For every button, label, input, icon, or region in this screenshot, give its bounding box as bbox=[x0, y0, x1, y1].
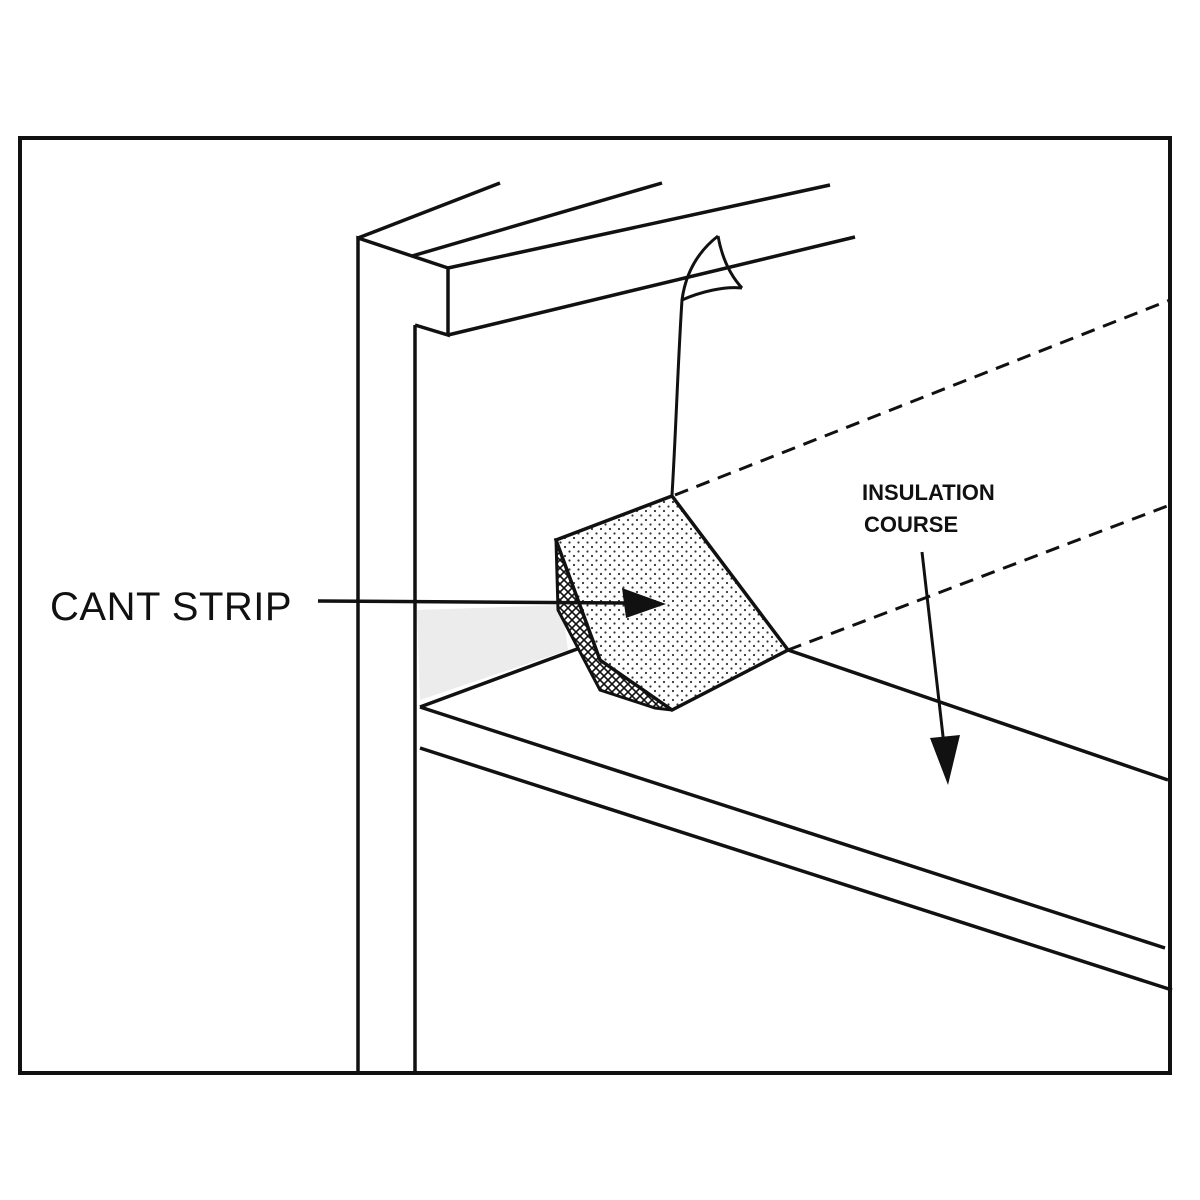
insulation-label-line2: COURSE bbox=[864, 512, 958, 537]
insulation-course-arrow bbox=[920, 551, 960, 785]
insulation-label-line1: INSULATION bbox=[862, 480, 995, 505]
cant-strip-face bbox=[553, 493, 791, 713]
roof-deck bbox=[419, 643, 1173, 992]
insulation-course-outline bbox=[674, 298, 1171, 652]
cant-strip-label: CANT STRIP bbox=[50, 585, 292, 629]
wall-shadow bbox=[417, 605, 568, 700]
flashing-sheet bbox=[670, 234, 744, 496]
cant-strip-arrow bbox=[317, 588, 666, 618]
outer-frame bbox=[18, 136, 1172, 1075]
coping-cap bbox=[357, 181, 856, 337]
